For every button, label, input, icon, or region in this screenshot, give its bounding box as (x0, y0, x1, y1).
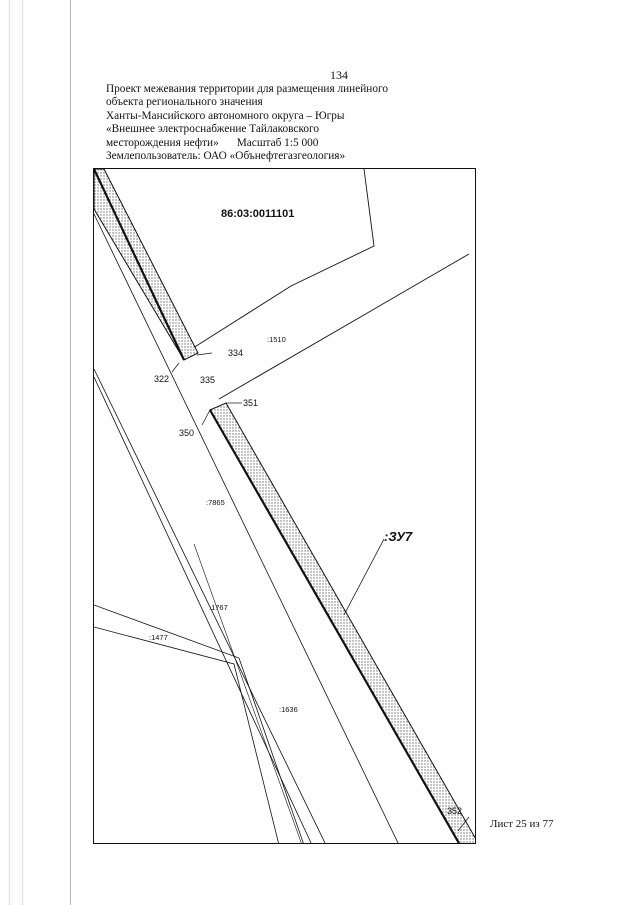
zu7-corridor-lower (209, 402, 475, 843)
page-number: 134 (330, 68, 348, 82)
cadastral-map: 86:03:0011101 :ЗУ7 :1510 :7865 :1767 :14… (94, 169, 475, 843)
land-user: Землепользователь: ОАО «Обънефтегазгеоло… (106, 150, 346, 163)
point-label: 335 (200, 375, 215, 385)
parcel-boundary-1477 (94, 604, 304, 843)
parcel-label: :1767 (209, 603, 228, 612)
zu7-corridor-edge (209, 409, 461, 843)
cadastral-block-label: 86:03:0011101 (221, 208, 294, 220)
parcel-label: :7865 (206, 498, 225, 507)
parcel-label: :1510 (267, 335, 286, 344)
block-boundary-upper-2 (218, 253, 470, 400)
header-line: объекта регионального значения (106, 96, 263, 109)
point-leader (196, 352, 213, 356)
point-label: 352 (447, 806, 462, 816)
map-scale: Масштаб 1:5 000 (236, 136, 319, 149)
point-label: 334 (228, 348, 243, 358)
header-line: Ханты-Мансийского автономного округа – Ю… (106, 109, 345, 122)
parcel-label: :1636 (279, 705, 298, 714)
road-line (94, 368, 326, 843)
point-label: 351 (243, 398, 258, 408)
header-line: «Внешнее электроснабжение Тайлаковского (106, 123, 320, 136)
point-leader (457, 816, 470, 832)
map-frame: 86:03:0011101 :ЗУ7 :1510 :7865 :1767 :14… (93, 168, 476, 844)
header-object-name: месторождения нефти» (106, 136, 219, 149)
parcel-label: :1477 (149, 633, 168, 642)
scan-margin-line (70, 0, 71, 905)
zu7-leader (343, 538, 385, 616)
parcel-boundary-1477 (94, 626, 279, 843)
document-header: Проект межевания территории для размещен… (106, 83, 426, 163)
point-leader (201, 409, 211, 426)
zone-label: :ЗУ7 (384, 529, 413, 544)
point-leader (171, 362, 180, 373)
road-line (193, 543, 302, 843)
zu7-corridor-edge (94, 169, 185, 361)
zu7-corridor-upper (94, 169, 199, 361)
road-line (94, 213, 399, 843)
header-line: Проект межевания территории для размещен… (106, 83, 388, 95)
road-line (94, 376, 312, 843)
scan-dotted-line (22, 0, 23, 905)
point-label: 350 (179, 428, 194, 438)
sheet-number: Лист 25 из 77 (490, 818, 554, 830)
scan-dotted-line (9, 0, 10, 905)
header-line: месторождения нефти» Масштаб 1:5 000 (106, 137, 426, 150)
point-label: 322 (154, 374, 169, 384)
